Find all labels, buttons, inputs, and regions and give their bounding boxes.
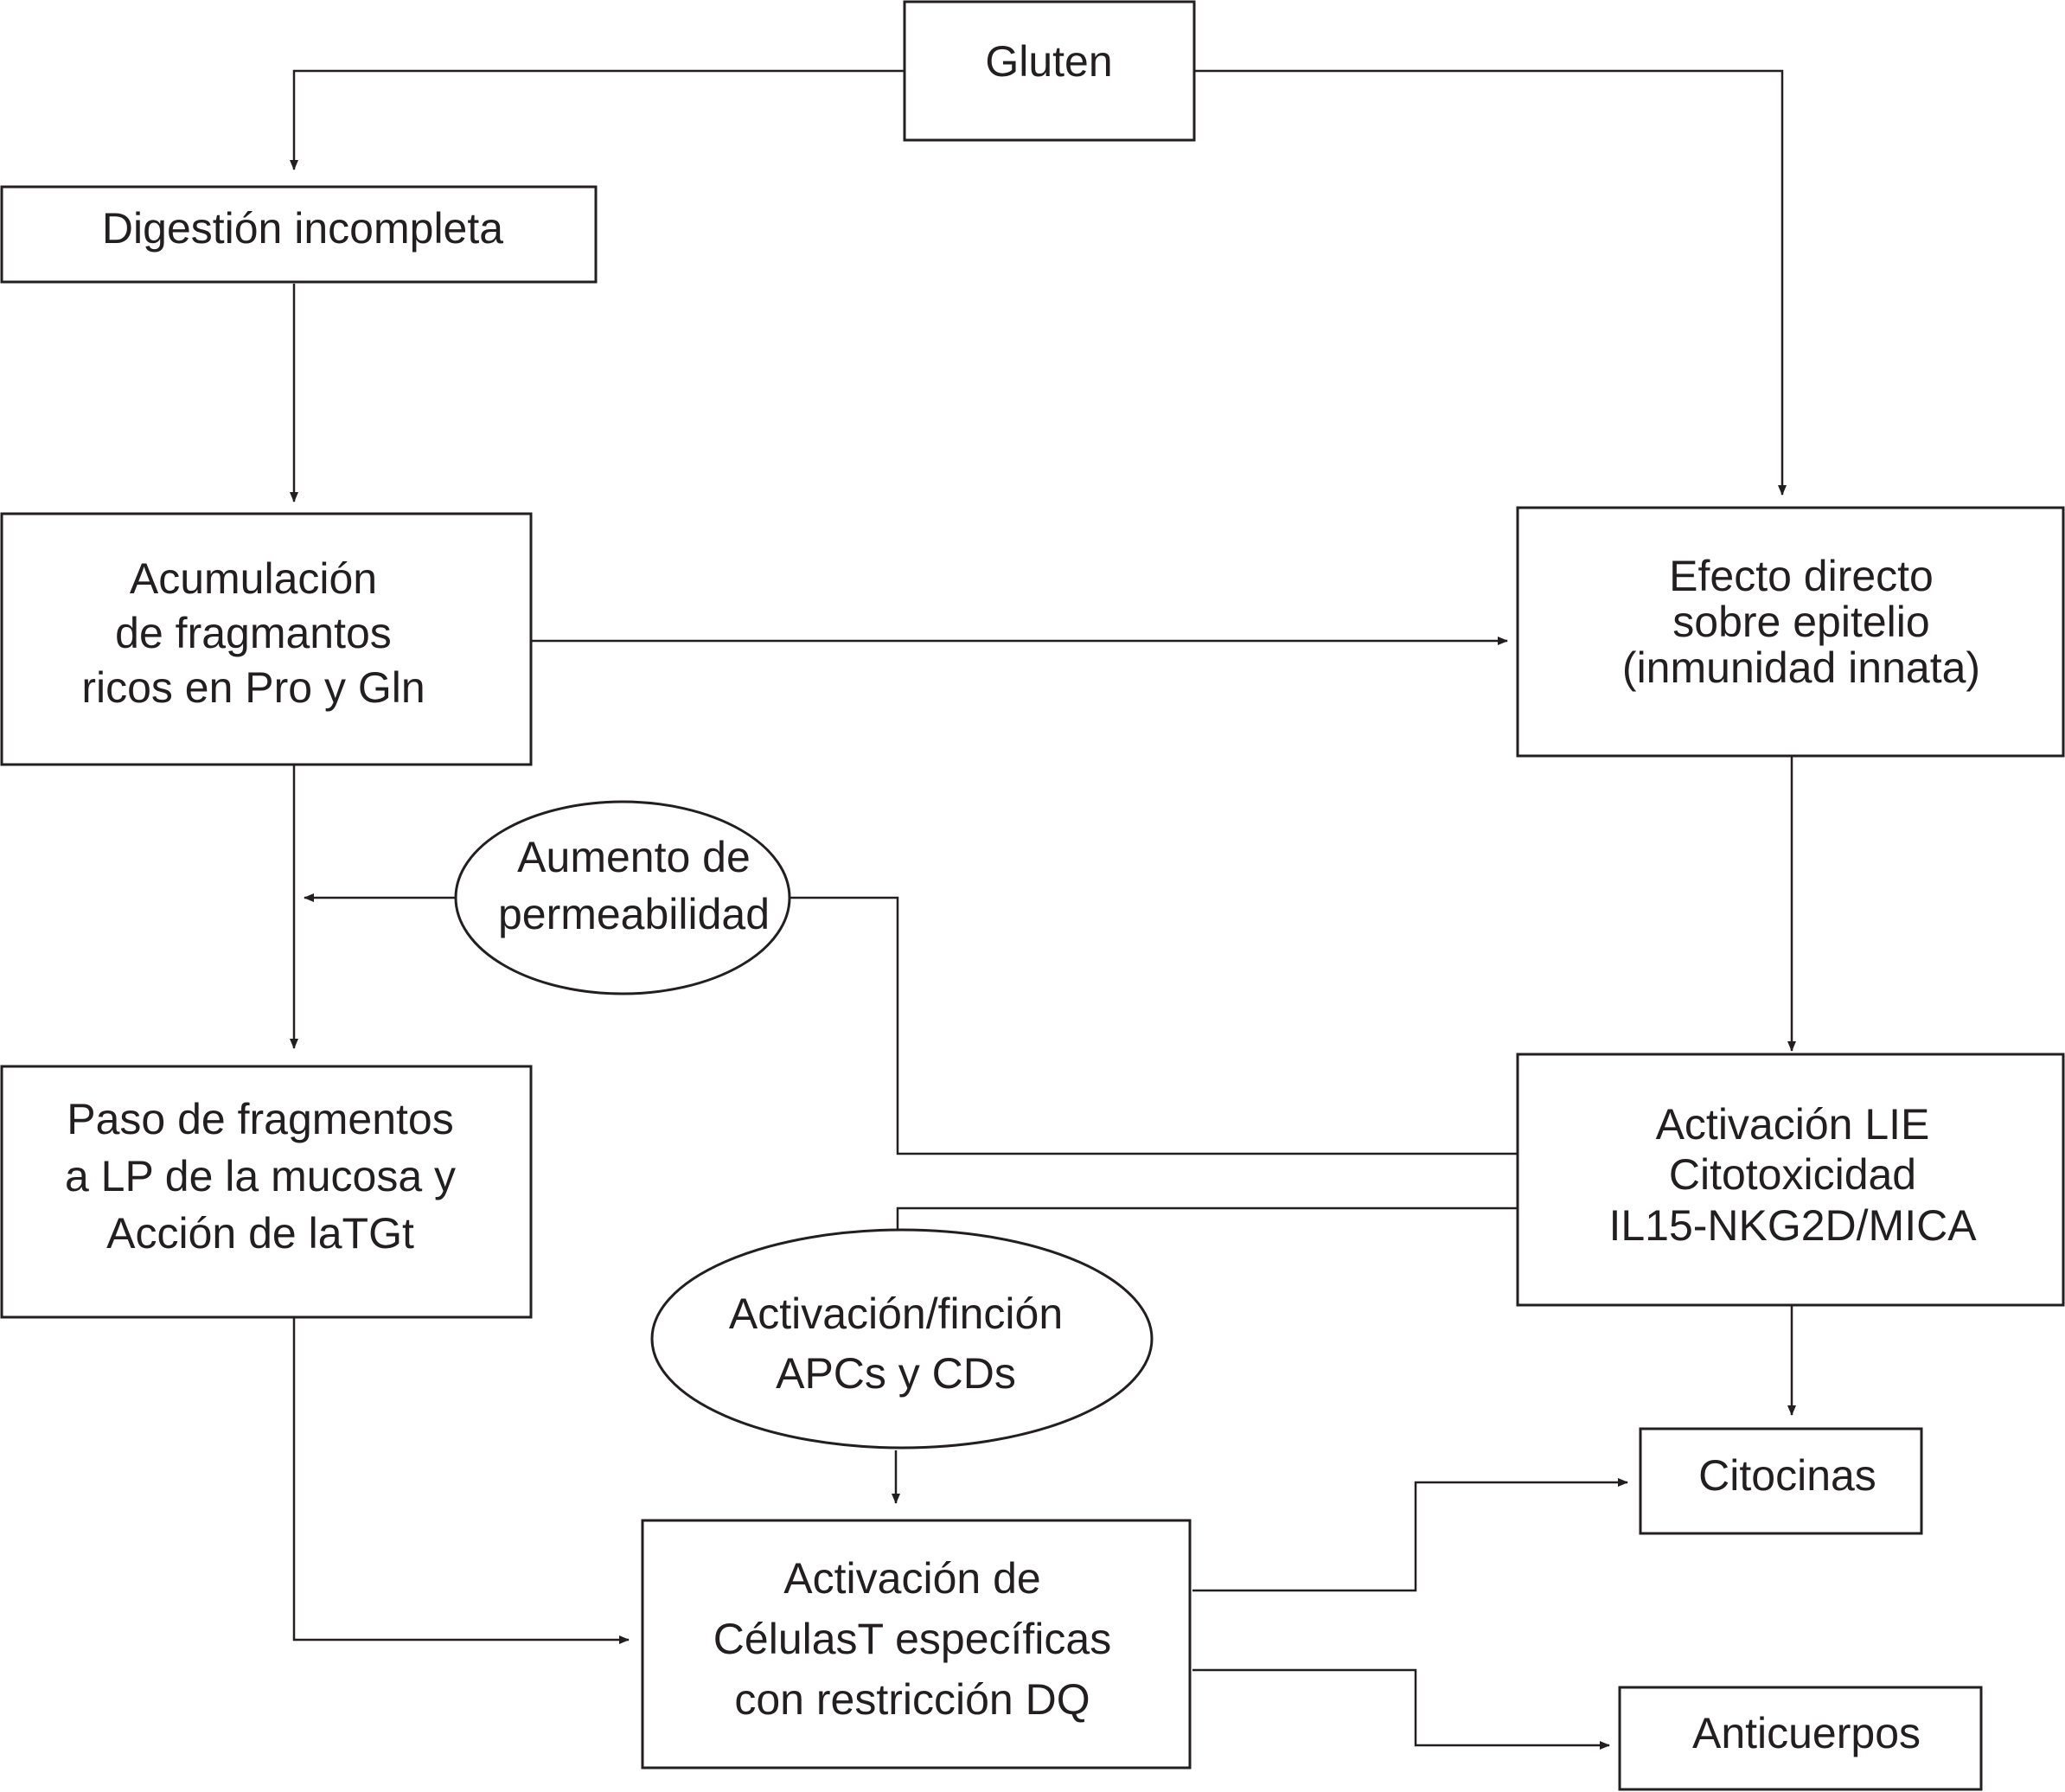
node-accumulation: Acumulación de fragmantos ricos en Pro y… — [0, 512, 533, 766]
node-accumulation-line-3: ricos en Pro y Gln — [81, 663, 425, 712]
node-apc-activation-line-1: Activación/finción — [729, 1290, 1063, 1338]
node-permeability-line-1: Aumento de — [517, 833, 751, 881]
node-tcell-activation-line-2: CélulasT específicas — [713, 1615, 1111, 1663]
node-apc-activation: Activación/finción APCs y CDs — [650, 1228, 1154, 1450]
node-direct-effect-line-1: Efecto directo — [1669, 552, 1934, 600]
arrow-passage-to-tcell — [292, 1317, 630, 1644]
link-lie-to-permeability — [790, 896, 1518, 1155]
connectors — [290, 69, 1796, 1750]
arrow-tcell-to-antibodies — [1192, 1668, 1610, 1750]
node-passage-line-1: Paso de fragmentos — [67, 1095, 454, 1143]
arrow-tcell-to-cytokines — [1192, 1478, 1628, 1592]
node-passage: Paso de fragmentos a LP de la mucosa y A… — [0, 1065, 533, 1319]
node-tcell-activation-line-3: con restricción DQ — [734, 1675, 1090, 1724]
node-direct-effect-line-2: sobre epitelio — [1672, 598, 1929, 646]
node-accumulation-line-2: de fragmantos — [115, 609, 392, 657]
node-cytokines-line-1: Citocinas — [1698, 1451, 1876, 1500]
node-apc-activation-line-2: APCs y CDs — [776, 1349, 1016, 1398]
node-gluten: Gluten — [903, 0, 1196, 142]
node-lie-activation-line-2: Citotoxicidad — [1669, 1150, 1916, 1199]
node-permeability: Aumento de permeabilidad — [454, 800, 791, 995]
arrow-gluten-to-direct-effect — [1194, 69, 1787, 496]
node-lie-activation-line-3: IL15-NKG2D/MICA — [1608, 1201, 1977, 1250]
node-antibodies: Anticuerpos — [1618, 1686, 1983, 1791]
node-direct-effect-line-3: (inmunidad innata) — [1622, 643, 1980, 692]
node-tcell-activation-line-1: Activación de — [783, 1554, 1040, 1603]
node-lie-activation-line-1: Activación LIE — [1656, 1100, 1930, 1149]
node-passage-line-3: Acción de laTGt — [106, 1209, 414, 1258]
node-direct-effect: Efecto directo sobre epitelio (inmunidad… — [1516, 506, 2065, 758]
node-accumulation-line-1: Acumulación — [130, 554, 377, 603]
node-lie-activation: Activación LIE Citotoxicidad IL15-NKG2D/… — [1516, 1053, 2065, 1307]
node-passage-line-2: a LP de la mucosa y — [65, 1152, 456, 1200]
node-tcell-activation: Activación de CélulasT específicas con r… — [641, 1519, 1192, 1770]
node-cytokines: Citocinas — [1639, 1427, 1923, 1535]
arrow-gluten-to-digestion — [290, 69, 905, 170]
node-antibodies-line-1: Anticuerpos — [1692, 1709, 1921, 1757]
node-digestion: Digestión incompleta — [0, 185, 598, 284]
link-lie-to-apc — [896, 1206, 1518, 1230]
node-gluten-line-1: Gluten — [985, 37, 1112, 86]
node-digestion-line-1: Digestión incompleta — [102, 204, 503, 253]
node-permeability-line-2: permeabilidad — [498, 890, 770, 938]
